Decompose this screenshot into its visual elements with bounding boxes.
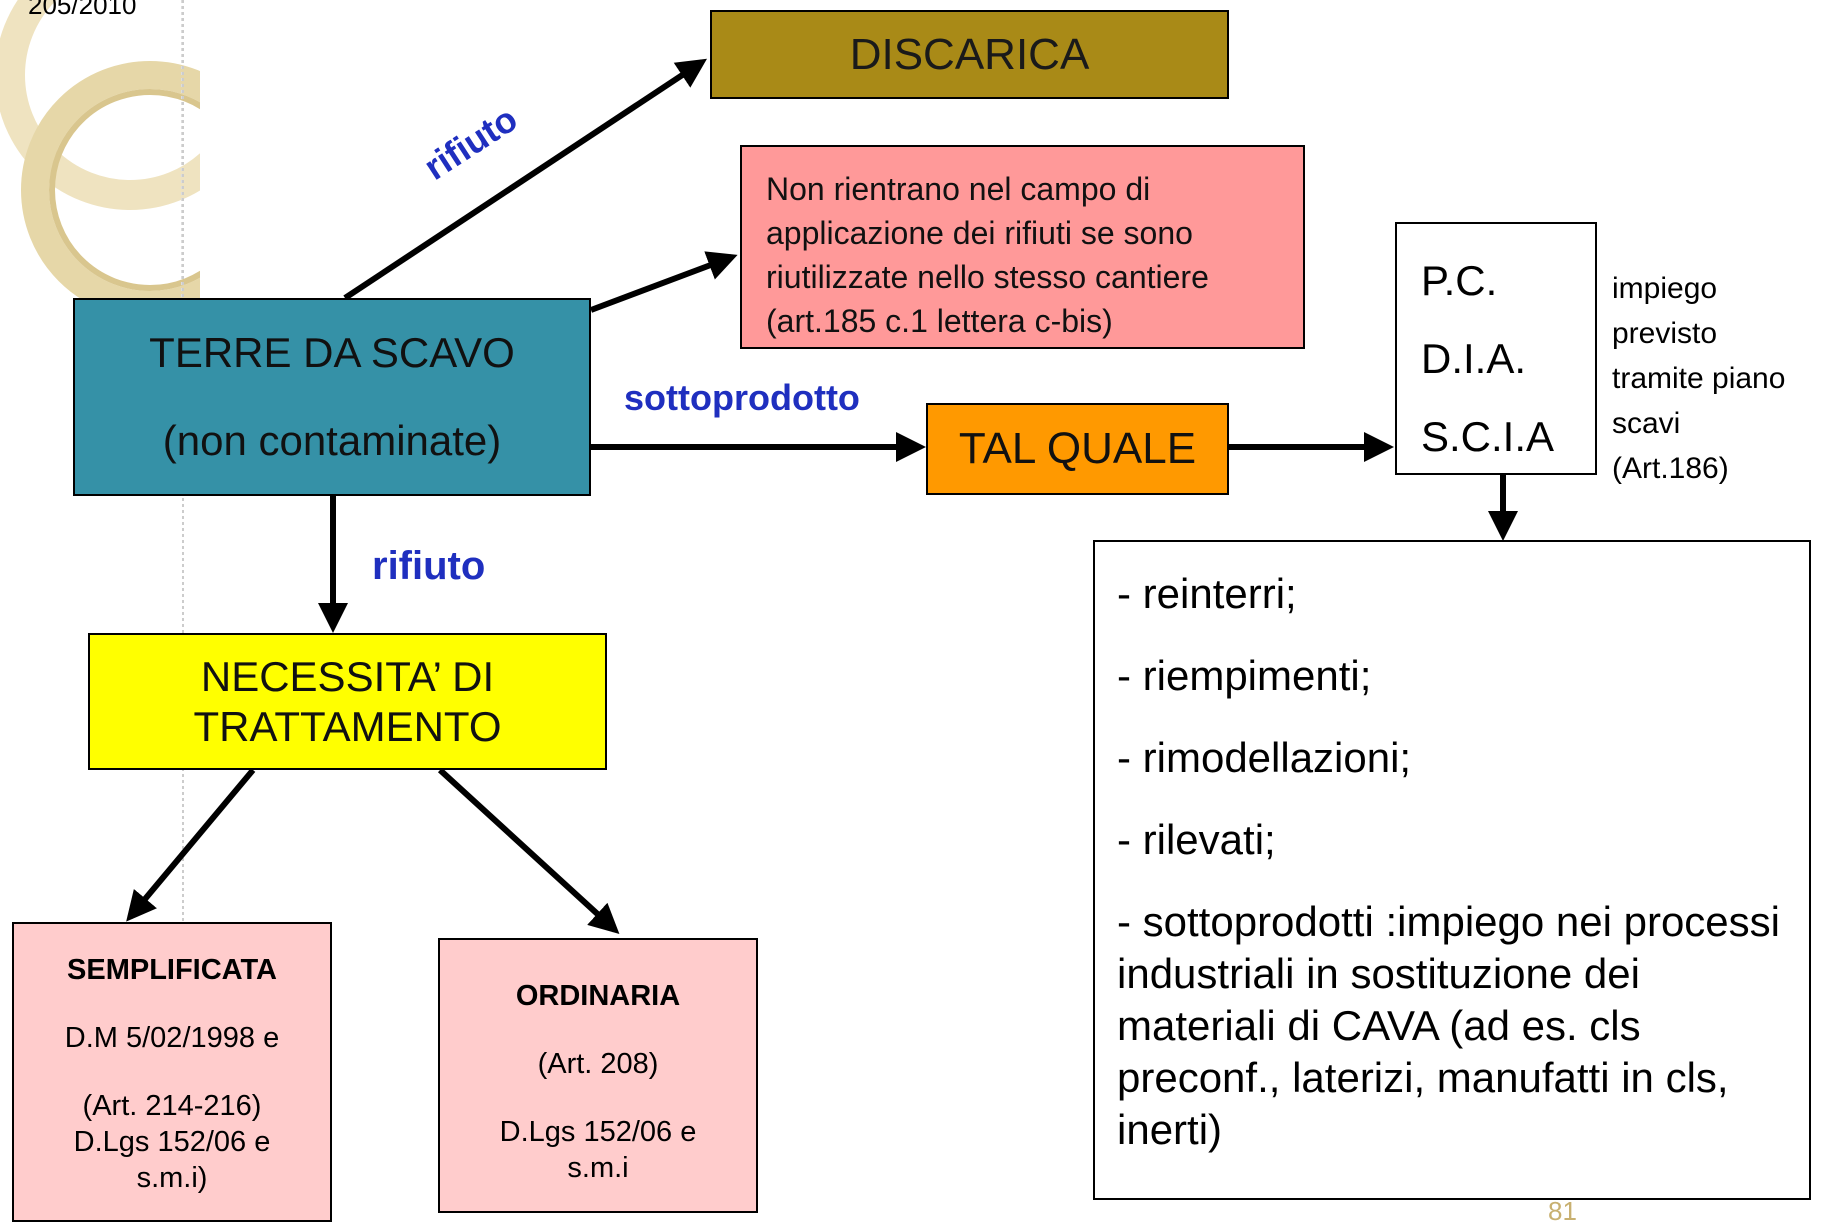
- impiego-line: impiego: [1612, 272, 1718, 305]
- ordinaria-title: ORDINARIA: [515, 980, 681, 1012]
- impiego-line: (Art.186): [1612, 452, 1729, 485]
- node-terre-da-scavo: TERRE DA SCAVO (non contaminate): [73, 298, 591, 496]
- node-semplificata: SEMPLIFICATA D.M 5/02/1998 e (Art. 214-2…: [12, 922, 332, 1222]
- edge-label-rifiuto-mid: rifiuto: [372, 544, 486, 588]
- impiego-note: impiego previsto tramite piano scavi (Ar…: [1612, 266, 1785, 491]
- left-guide-line: [182, 0, 184, 1214]
- ordinaria-line2: D.Lgs 152/06 e: [499, 1116, 697, 1148]
- edge-label-sottoprodotto: sottoprodotto: [624, 377, 860, 418]
- node-procedures: P.C. D.I.A. S.C.I.A: [1395, 222, 1597, 475]
- semplificata-title: SEMPLIFICATA: [67, 954, 277, 986]
- impiego-line: scavi: [1612, 407, 1681, 440]
- node-ordinaria: ORDINARIA (Art. 208) D.Lgs 152/06 e s.m.…: [438, 938, 758, 1213]
- procedure-scia: S.C.I.A: [1421, 413, 1555, 460]
- arrow-necessita-to-ordinaria: [437, 767, 620, 935]
- necessita-line1: NECESSITA’ DI: [200, 652, 495, 700]
- terre-line1: TERRE DA SCAVO: [149, 329, 515, 376]
- uses-item: - sottoprodotti :impiego nei processi in…: [1117, 898, 1780, 1153]
- page-number: 81: [1548, 1196, 1577, 1226]
- uses-item: - rilevati;: [1117, 816, 1276, 863]
- non-rientrano-line: applicazione dei rifiuti se sono: [766, 215, 1193, 251]
- node-non-rientrano: Non rientrano nel campo di applicazione …: [740, 145, 1305, 349]
- edge-label-rifiuto-top: rifiuto: [416, 97, 525, 188]
- non-rientrano-line: (art.185 c.1 lettera c-bis): [766, 303, 1113, 339]
- node-uses-list: - reinterri; - riempimenti; - rimodellaz…: [1093, 540, 1811, 1200]
- procedure-dia: D.I.A.: [1421, 335, 1527, 382]
- header-date: 205/2010: [28, 0, 137, 20]
- impiego-line: tramite piano: [1612, 362, 1786, 395]
- arrow-terre-to-non-rientrano: [589, 251, 738, 313]
- semplificata-line1: D.M 5/02/1998 e: [64, 1022, 280, 1054]
- node-tal-quale: TAL QUALE: [926, 403, 1229, 495]
- semplificata-line4: s.m.i): [136, 1162, 208, 1194]
- uses-item: - rimodellazioni;: [1117, 734, 1412, 781]
- non-rientrano-line: Non rientrano nel campo di: [766, 171, 1151, 207]
- semplificata-line2: (Art. 214-216): [82, 1090, 262, 1122]
- terre-line2: (non contaminate): [162, 417, 502, 464]
- ordinaria-line1: (Art. 208): [537, 1048, 659, 1080]
- uses-item: - reinterri;: [1117, 570, 1297, 617]
- decorative-ring-logo: [0, 0, 200, 300]
- arrow-necessita-to-semplificata: [126, 768, 256, 922]
- discarica-label: DISCARICA: [849, 29, 1090, 79]
- impiego-line: previsto: [1612, 317, 1718, 350]
- necessita-line2: TRATTAMENTO: [193, 702, 502, 750]
- arrow-terre-to-discarica: [343, 58, 708, 301]
- uses-item: - riempimenti;: [1117, 652, 1372, 699]
- node-discarica: DISCARICA: [710, 10, 1229, 99]
- tal-quale-label: TAL QUALE: [958, 424, 1197, 473]
- semplificata-line3: D.Lgs 152/06 e: [73, 1126, 271, 1158]
- node-necessita-trattamento: NECESSITA’ DI TRATTAMENTO: [88, 633, 607, 770]
- ordinaria-line3: s.m.i: [567, 1152, 629, 1184]
- procedure-pc: P.C.: [1421, 257, 1498, 304]
- non-rientrano-line: riutilizzate nello stesso cantiere: [766, 259, 1209, 295]
